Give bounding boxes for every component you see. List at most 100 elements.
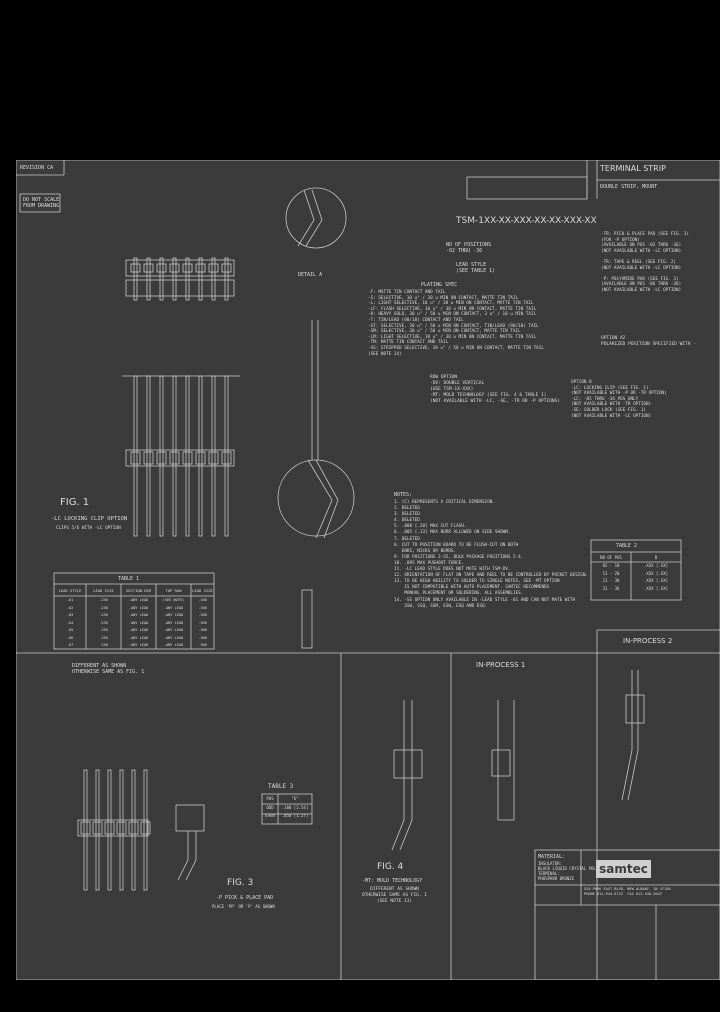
pin — [172, 257, 177, 301]
table-row: -07.250.ANY LEAD.ANY LEAD.300 — [54, 642, 214, 650]
pin — [224, 375, 229, 537]
table-cell: -04 — [66, 620, 74, 625]
right-options: -TR: PICK & PLACE PAD (SEE FIG. 3) (FOR … — [601, 232, 689, 293]
table-cell: ODD — [266, 805, 274, 810]
table2: NO OF POS B 02 - 10.XXX [.XX]11 - 20.XXX… — [591, 553, 681, 592]
table1: LEAD STYLE LEAD SIZE SECTION DIM TOP ROW… — [54, 586, 214, 650]
table-row: -02.230.ANY LEAD.ANY LEAD.300 — [54, 605, 214, 613]
pin-housing — [156, 263, 167, 273]
pin — [131, 769, 136, 891]
pin-housing — [169, 263, 180, 273]
table-cell: -03 — [66, 613, 74, 617]
table-row: 02 - 10 .XXX [.XX] — [591, 562, 681, 570]
pin-housing — [130, 263, 141, 273]
table-cell: .XXX [.XX] — [643, 578, 669, 583]
pin-housing — [156, 451, 167, 465]
table-cell: .ANY LEAD — [163, 605, 184, 610]
pin — [95, 769, 100, 891]
table-cell: .300 — [198, 635, 207, 640]
pin — [211, 257, 216, 301]
pin-housing — [182, 451, 193, 465]
table3-header: POS "E" — [266, 796, 299, 801]
company-address: 520 PARK EAST BLVD, NEW ALBANY, IN 47150… — [584, 887, 671, 896]
pin — [146, 257, 151, 301]
table-row: -03.230.ANY LEAD.ANY LEAD.300 — [54, 612, 214, 620]
revision-label: REVISION CA — [20, 165, 54, 171]
detail-a-label: DETAIL A — [298, 272, 323, 278]
table-cell: .300 — [198, 628, 207, 632]
fig4-sub2: DIFFERENT AS SHOWN OTHERWISE SAME AS FIG… — [362, 887, 428, 904]
pin — [198, 375, 203, 537]
in-process-2-label: IN-PROCESS 2 — [623, 637, 673, 645]
fig1-sub2: CLIPS 5/6 WITH -LC OPTION — [56, 526, 121, 531]
drawing-linework — [16, 160, 720, 980]
table-row: -05.250.ANY LEAD.ANY LEAD.300 — [54, 627, 214, 635]
fig4-sub: -MT: MOLD TECHNOLOGY — [362, 878, 423, 884]
table-cell: .ANY LEAD — [163, 613, 184, 617]
table-row: -04.230.ANY LEAD.ANY LEAD.300 — [54, 620, 214, 628]
title-main: TERMINAL STRIP — [600, 164, 666, 173]
table-cell: .050 [1.27] — [281, 812, 309, 818]
table-row: -06.250.ANY LEAD.ANY LEAD.300 — [54, 635, 214, 643]
table-cell: (SEE NOTE) — [162, 598, 185, 602]
pin — [133, 375, 138, 537]
table-cell: .300 — [198, 613, 207, 617]
table-cell: -01 — [66, 598, 74, 602]
fig1-label: FIG. 1 — [60, 497, 90, 508]
table-cell: .ANY LEAD — [163, 643, 184, 647]
table-cell: .ANY LEAD — [128, 643, 149, 647]
option-a: OPTION A2 POLARIZED POSITION SPECIFIED W… — [601, 336, 696, 347]
pin — [143, 769, 148, 891]
fig3-sub: -P PICK & PLACE PAD — [216, 895, 274, 901]
pin — [211, 375, 216, 537]
pin-housing — [221, 263, 232, 273]
table-cell: .ANY LEAD — [128, 635, 149, 640]
table-cell: .300 — [198, 643, 207, 647]
table-cell: 11 - 20 — [602, 570, 620, 576]
table-cell: -06 — [66, 635, 74, 640]
table-cell: .230 — [99, 613, 108, 617]
table-cell: .XXX [.XX] — [643, 563, 669, 568]
table2-header: NO OF POS B — [600, 555, 658, 560]
fig1-sub: -LC LOCKING CLIP OPTION — [51, 516, 128, 522]
table-row: 11 - 20.XXX [.XX] — [591, 570, 681, 578]
option-b: OPTION B -LC: LOCKING CLIP (SEE FIG. 1) … — [571, 380, 667, 419]
pin-housing — [143, 263, 154, 273]
pin — [185, 257, 190, 301]
table-cell: -05 — [66, 628, 74, 632]
part-code: TSM-1XX-XX-XXX-XX-XX-XXX-XX — [456, 216, 597, 226]
table-cell: -07 — [66, 643, 74, 647]
table-row: -01 .230 .ANY LEAD (SEE NOTE) .100 — [54, 597, 214, 605]
table-cell: .ANY LEAD — [128, 598, 149, 602]
plating-spec-lines: -F: MATTE TIN CONTACT AND TAIL -S: SELEC… — [368, 290, 544, 357]
table-cell: .ANY LEAD — [163, 628, 184, 632]
table-row: EVEN.050 [1.27] — [262, 812, 312, 820]
table-cell: .250 — [99, 635, 108, 640]
table-row: ODD.100 [2.54] — [262, 804, 312, 812]
do-not-scale-note: DO NOT SCALE FROM DRAWING — [23, 197, 60, 209]
table3-title: TABLE 3 — [268, 783, 294, 790]
company-logo: samtec — [596, 860, 651, 878]
pin — [119, 769, 124, 891]
table-cell: .250 — [99, 628, 108, 632]
pin-housing — [169, 451, 180, 465]
pin-housing — [221, 451, 232, 465]
plating-spec-title: PLATING SPEC — [421, 282, 458, 288]
table-cell: 02 - 10 — [602, 563, 620, 568]
table1-title: TABLE 1 — [118, 576, 140, 582]
pin-housing — [208, 451, 219, 465]
table-cell: .230 — [99, 598, 108, 602]
title-sub: DOUBLE STRIP, MOUNT — [600, 184, 658, 190]
table-row: 31 - 36.XXX [.XX] — [591, 585, 681, 593]
table-cell: .ANY LEAD — [163, 620, 184, 625]
table-cell: .100 — [198, 598, 207, 602]
table-cell: .230 — [99, 620, 108, 625]
pin-housing — [143, 451, 154, 465]
fig3-sub2: PLACE 'PP' OR 'P' AS SHOWN — [212, 904, 275, 909]
table-cell: -02 — [66, 605, 74, 610]
table-cell: 21 - 30 — [602, 578, 620, 583]
table-cell: .300 — [198, 605, 207, 610]
pin — [107, 769, 112, 891]
no-of-positions: NO OF POSITIONS -02 THRU -36 — [446, 242, 492, 254]
table-cell: .230 — [99, 605, 108, 610]
